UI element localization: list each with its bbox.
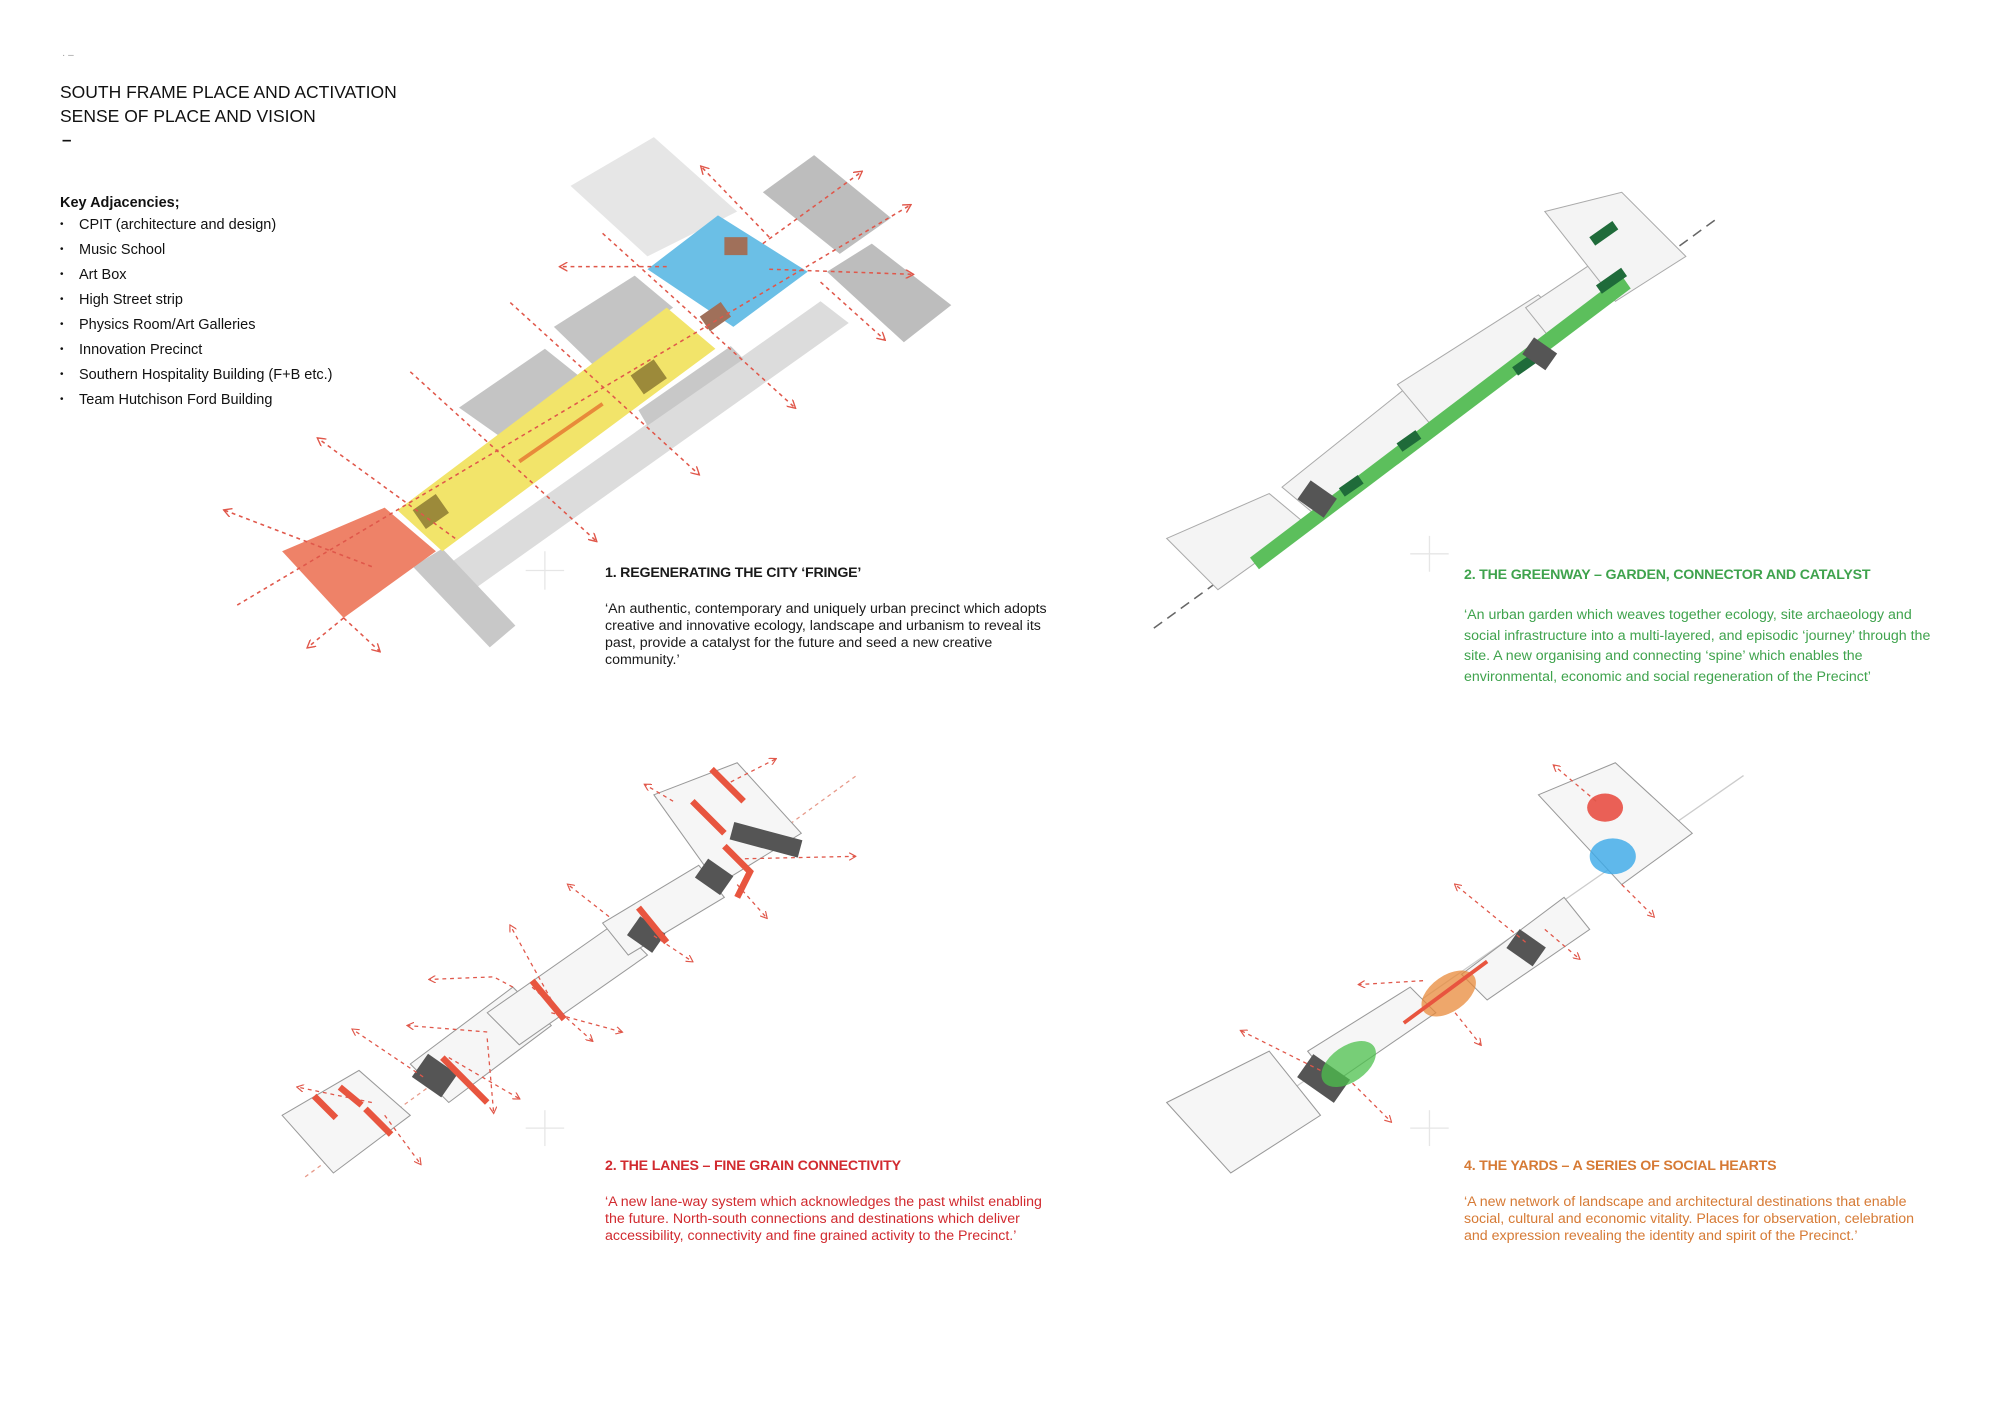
list-item: Physics Room/Art Galleries — [60, 315, 332, 340]
caption-greenway: 2. THE GREENWAY – GARDEN, CONNECTOR AND … — [1464, 565, 1934, 687]
caption-heading: 2. THE GREENWAY – GARDEN, CONNECTOR AND … — [1464, 567, 1871, 583]
list-item: CPIT (architecture and design) — [60, 215, 332, 240]
yard-red — [1587, 793, 1624, 822]
diagram-lanes — [281, 759, 857, 1178]
fringe-zone — [282, 507, 436, 618]
caption-city-fringe: 1. REGENERATING THE CITY ‘FRINGE’ ‘An au… — [605, 565, 1065, 669]
caption-heading: 2. THE LANES – FINE GRAIN CONNECTIVITY — [605, 1158, 901, 1174]
caption-body: ‘A new lane-way system which acknowledge… — [605, 1194, 1042, 1244]
caption-yards: 4. THE YARDS – A SERIES OF SOCIAL HEARTS… — [1464, 1158, 1924, 1245]
list-item: High Street strip — [60, 290, 332, 315]
key-adjacencies: Key Adjacencies; CPIT (architecture and … — [60, 195, 332, 415]
yard-green — [1321, 1041, 1376, 1087]
key-adjacencies-heading: Key Adjacencies; — [60, 195, 180, 211]
page-marker: · – — [62, 50, 74, 61]
list-item: Team Hutchison Ford Building — [60, 390, 332, 415]
caption-body: ‘An urban garden which weaves together e… — [1464, 607, 1931, 685]
list-item: Art Box — [60, 265, 332, 290]
list-item: Innovation Precinct — [60, 340, 332, 365]
caption-heading: 1. REGENERATING THE CITY ‘FRINGE’ — [605, 565, 862, 581]
innovation-zone — [647, 215, 808, 327]
caption-body: ‘A new network of landscape and architec… — [1464, 1194, 1915, 1244]
caption-body: ‘An authentic, contemporary and uniquely… — [605, 601, 1047, 668]
caption-lanes: 2. THE LANES – FINE GRAIN CONNECTIVITY ‘… — [605, 1158, 1065, 1245]
list-item: Southern Hospitality Building (F+B etc.) — [60, 365, 332, 390]
caption-heading: 4. THE YARDS – A SERIES OF SOCIAL HEARTS — [1464, 1158, 1777, 1174]
page-title: SOUTH FRAME PLACE AND ACTIVATION SENSE O… — [60, 80, 397, 128]
diagram-yards — [1165, 762, 1744, 1174]
diagram-greenway — [1153, 191, 1719, 629]
diagram-city-fringe — [224, 137, 952, 651]
yard-blue — [1589, 838, 1636, 875]
title-line-1: SOUTH FRAME PLACE AND ACTIVATION — [60, 82, 397, 102]
title-line-2: SENSE OF PLACE AND VISION — [60, 106, 316, 126]
title-dash: – — [62, 130, 72, 149]
adjacency-list: CPIT (architecture and design) Music Sch… — [60, 215, 332, 415]
list-item: Music School — [60, 240, 332, 265]
